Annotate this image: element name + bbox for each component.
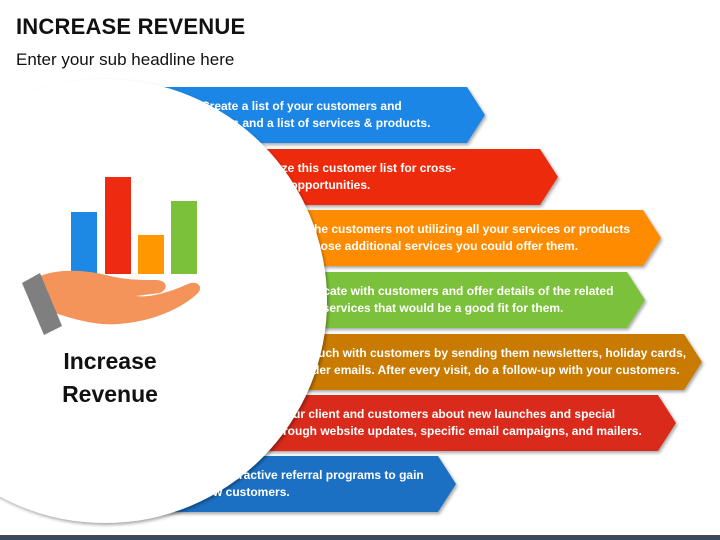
step-text-5: Stay in touch with customers by sending … <box>264 345 686 379</box>
step-text-3: Identify the customers not utilizing all… <box>264 221 630 255</box>
step-text-line: products/services that would be a good f… <box>268 301 564 315</box>
step-text-line: Stay in touch with customers by sending … <box>264 346 687 360</box>
step-text-line: Create a list of your customers and <box>201 99 402 113</box>
step-text-line: Update your client and customers about n… <box>235 407 616 421</box>
page-title: INCREASE REVENUE <box>16 14 246 39</box>
center-label-line-1: Increase <box>63 348 157 374</box>
center-label: Increase Revenue <box>30 345 190 411</box>
step-text-line: Identify the customers not utilizing all… <box>264 222 631 236</box>
step-text-2: Analyze this customer list for cross-sel… <box>249 160 456 194</box>
hand-with-bar-chart-icon <box>22 177 201 335</box>
step-text-line: and list those additional services you c… <box>264 239 579 253</box>
center-label-line-2: Revenue <box>62 381 158 407</box>
bottom-bar <box>0 535 720 540</box>
step-text-line: selling opportunities. <box>249 178 371 192</box>
step-text-line: or reminder emails. After every visit, d… <box>264 363 680 377</box>
step-text-7: Use attractive referral programs to gain… <box>199 467 424 501</box>
step-text-6: Update your client and customers about n… <box>235 406 642 440</box>
step-text-line: Analyze this customer list for cross- <box>249 161 456 175</box>
step-text-line: new customers. <box>199 485 290 499</box>
page-subtitle: Enter your sub headline here <box>16 50 235 69</box>
step-text-line: clients and a list of services & product… <box>201 116 431 130</box>
step-text-line: offers through website updates, specific… <box>235 424 642 438</box>
step-text-line: Communicate with customers and offer det… <box>268 284 614 298</box>
step-text-4: Communicate with customers and offer det… <box>268 283 613 317</box>
step-text-line: Use attractive referral programs to gain <box>199 468 424 482</box>
step-text-1: Create a list of your customers and clien… <box>201 98 430 132</box>
